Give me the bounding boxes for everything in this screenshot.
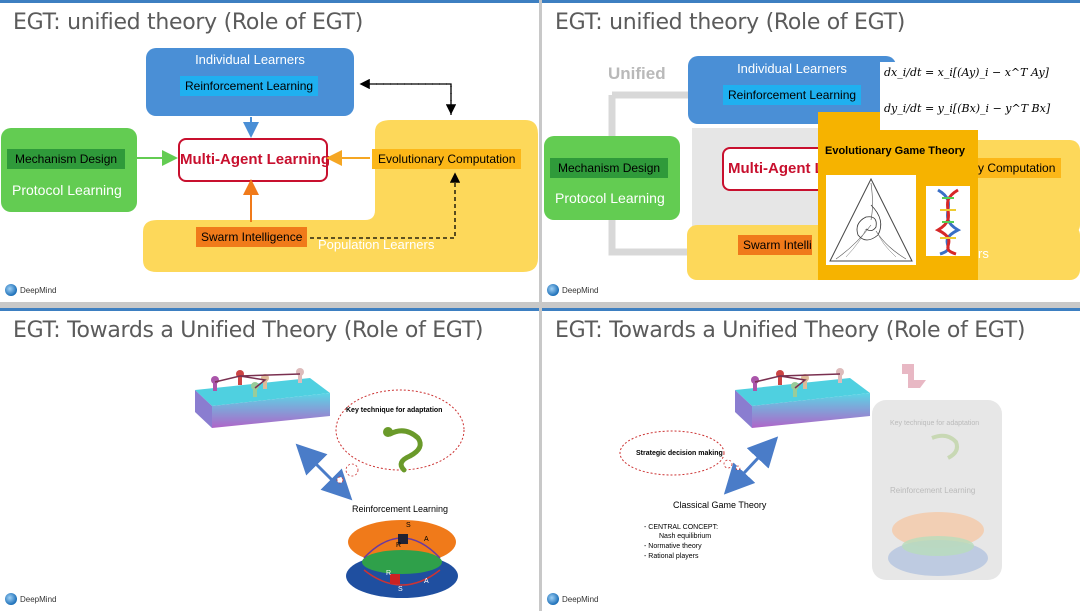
slide-title: EGT: Towards a Unified Theory (Role of E… xyxy=(555,318,1026,343)
slide-title: EGT: unified theory (Role of EGT) xyxy=(555,10,906,35)
protocol-learning-label: Protocol Learning xyxy=(12,182,122,198)
population-fragment: rs xyxy=(978,246,989,261)
faded-reinforcement-label: Reinforcement Learning xyxy=(890,486,976,495)
protocol-learning-label: Protocol Learning xyxy=(555,190,665,206)
deepmind-logo: DeepMind xyxy=(547,284,598,296)
egt-title: Evolutionary Game Theory xyxy=(825,145,965,157)
deepmind-logo: DeepMind xyxy=(547,593,598,605)
dna-image xyxy=(926,186,970,256)
strategic-decision-label: Strategic decision making xyxy=(636,450,723,457)
reinforcement-learning-box: Reinforcement Learning xyxy=(180,76,319,96)
connection-arrows xyxy=(137,78,461,239)
rl-state-top: S xyxy=(406,522,411,529)
equations-panel xyxy=(880,62,1032,130)
deepmind-icon xyxy=(547,284,559,296)
dna-icon xyxy=(934,188,962,256)
reinforcement-learning-label: Reinforcement Learning xyxy=(352,504,449,514)
unified-label: Unified xyxy=(608,64,666,83)
slide-top-left: EGT: unified theory (Role of EGT) Popula… xyxy=(0,0,539,302)
slide-title: EGT: unified theory (Role of EGT) xyxy=(13,10,364,35)
multi-agent-platform-illustration xyxy=(195,368,465,598)
accent-bar xyxy=(542,0,1080,3)
mechanism-design-box xyxy=(544,136,680,220)
simplex-plot xyxy=(826,175,916,265)
panel-separator-vertical xyxy=(539,0,542,611)
key-technique-label: Key technique for adaptation xyxy=(346,407,443,414)
deepmind-logo: DeepMind xyxy=(5,284,56,296)
reinforcement-learning-box: Reinforcement Learning xyxy=(723,85,862,105)
bullet-rational-players: - Rational players xyxy=(644,553,699,560)
rl-action-low: A xyxy=(424,578,429,585)
game-theory-illustration xyxy=(619,364,1002,580)
faded-key-technique-label: Key technique for adaptation xyxy=(890,420,980,427)
equation-1: dx_i/dt = x_i[(Ay)_i − x^T Ay] xyxy=(884,66,1049,79)
slide-bottom-right: EGT: Towards a Unified Theory (Role of E… xyxy=(542,308,1080,611)
individual-learners-label: Individual Learners xyxy=(737,61,847,76)
bullet-normative-theory: - Normative theory xyxy=(644,543,702,550)
accent-bar xyxy=(542,308,1080,311)
accent-bar xyxy=(0,308,539,311)
slide-top-right: EGT: unified theory (Role of EGT) Unifie… xyxy=(542,0,1080,302)
equation-2: dy_i/dt = y_i[(Bx)_i − y^T Bx] xyxy=(884,102,1051,115)
classical-game-theory-label: Classical Game Theory xyxy=(673,500,767,510)
bullet-nash-equilibrium: Nash equilibrium xyxy=(659,533,712,540)
deepmind-icon xyxy=(5,593,17,605)
swarm-intelligence-fragment: Swarm Intelli xyxy=(738,235,812,255)
deepmind-icon xyxy=(547,593,559,605)
swarm-intelligence-box: Swarm Intelligence xyxy=(196,227,308,247)
rl-action-mid: A xyxy=(424,536,429,543)
rl-state-low: S xyxy=(398,586,403,593)
mechanism-design-label: Mechanism Design xyxy=(550,158,669,178)
deepmind-icon xyxy=(5,284,17,296)
deepmind-logo: DeepMind xyxy=(5,593,56,605)
mechanism-design-label: Mechanism Design xyxy=(7,149,126,169)
accent-bar xyxy=(0,0,539,3)
bullet-central-concept: - CENTRAL CONCEPT: xyxy=(644,524,719,531)
simplex-triangle-icon xyxy=(829,177,913,262)
evolutionary-computation-fragment: ry Computation xyxy=(974,158,1062,178)
evolutionary-computation-box: Evolutionary Computation xyxy=(372,149,522,169)
rl-reward-mid: R xyxy=(396,542,402,549)
population-learners-label: Population Learners xyxy=(318,237,435,252)
slide-title: EGT: Towards a Unified Theory (Role of E… xyxy=(13,318,484,343)
rl-reward-low: R xyxy=(386,570,392,577)
mechanism-design-box xyxy=(1,128,137,212)
individual-learners-label: Individual Learners xyxy=(195,52,305,67)
slide-bottom-left: EGT: Towards a Unified Theory (Role of E… xyxy=(0,308,539,611)
